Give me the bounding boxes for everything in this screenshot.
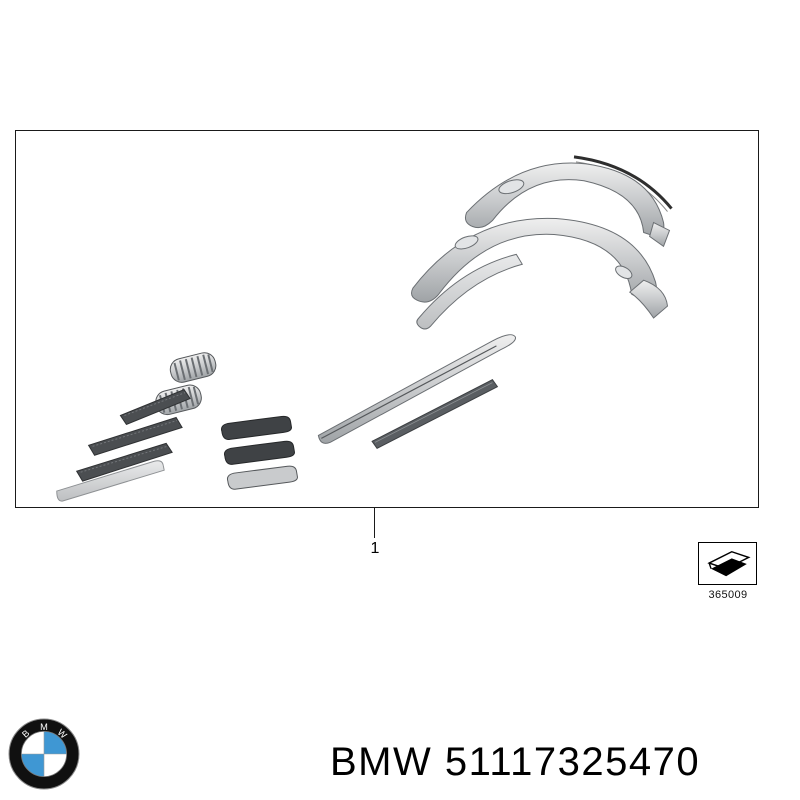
parts-diagram <box>15 130 759 508</box>
legend-box <box>698 542 757 585</box>
side-skirt-part-icon <box>317 334 517 444</box>
sill-trim-part-icon <box>371 379 499 449</box>
part-number-text: BMW 51117325470 <box>330 740 701 784</box>
lower-valance-part-icon <box>416 253 524 330</box>
bmw-letter: B <box>20 728 31 740</box>
roundel-quadrant <box>21 754 44 777</box>
mounting-kit-icon <box>706 550 751 576</box>
callout-line <box>374 508 375 538</box>
roundel-quadrant <box>44 731 67 754</box>
bmw-letter: M <box>40 722 48 732</box>
front-bumper-part-icon <box>411 217 669 319</box>
bmw-roundel-logo-icon: B M W <box>8 718 80 790</box>
rear-bumper-part-icon <box>464 162 671 248</box>
callout-label: 1 <box>370 540 380 557</box>
legend-code: 365009 <box>708 589 748 601</box>
grille-mesh-part-icon <box>75 389 191 482</box>
parts-illustration <box>56 155 673 502</box>
fog-trim-part-icon <box>221 415 298 490</box>
front-trim-strip-part-icon <box>56 460 165 502</box>
